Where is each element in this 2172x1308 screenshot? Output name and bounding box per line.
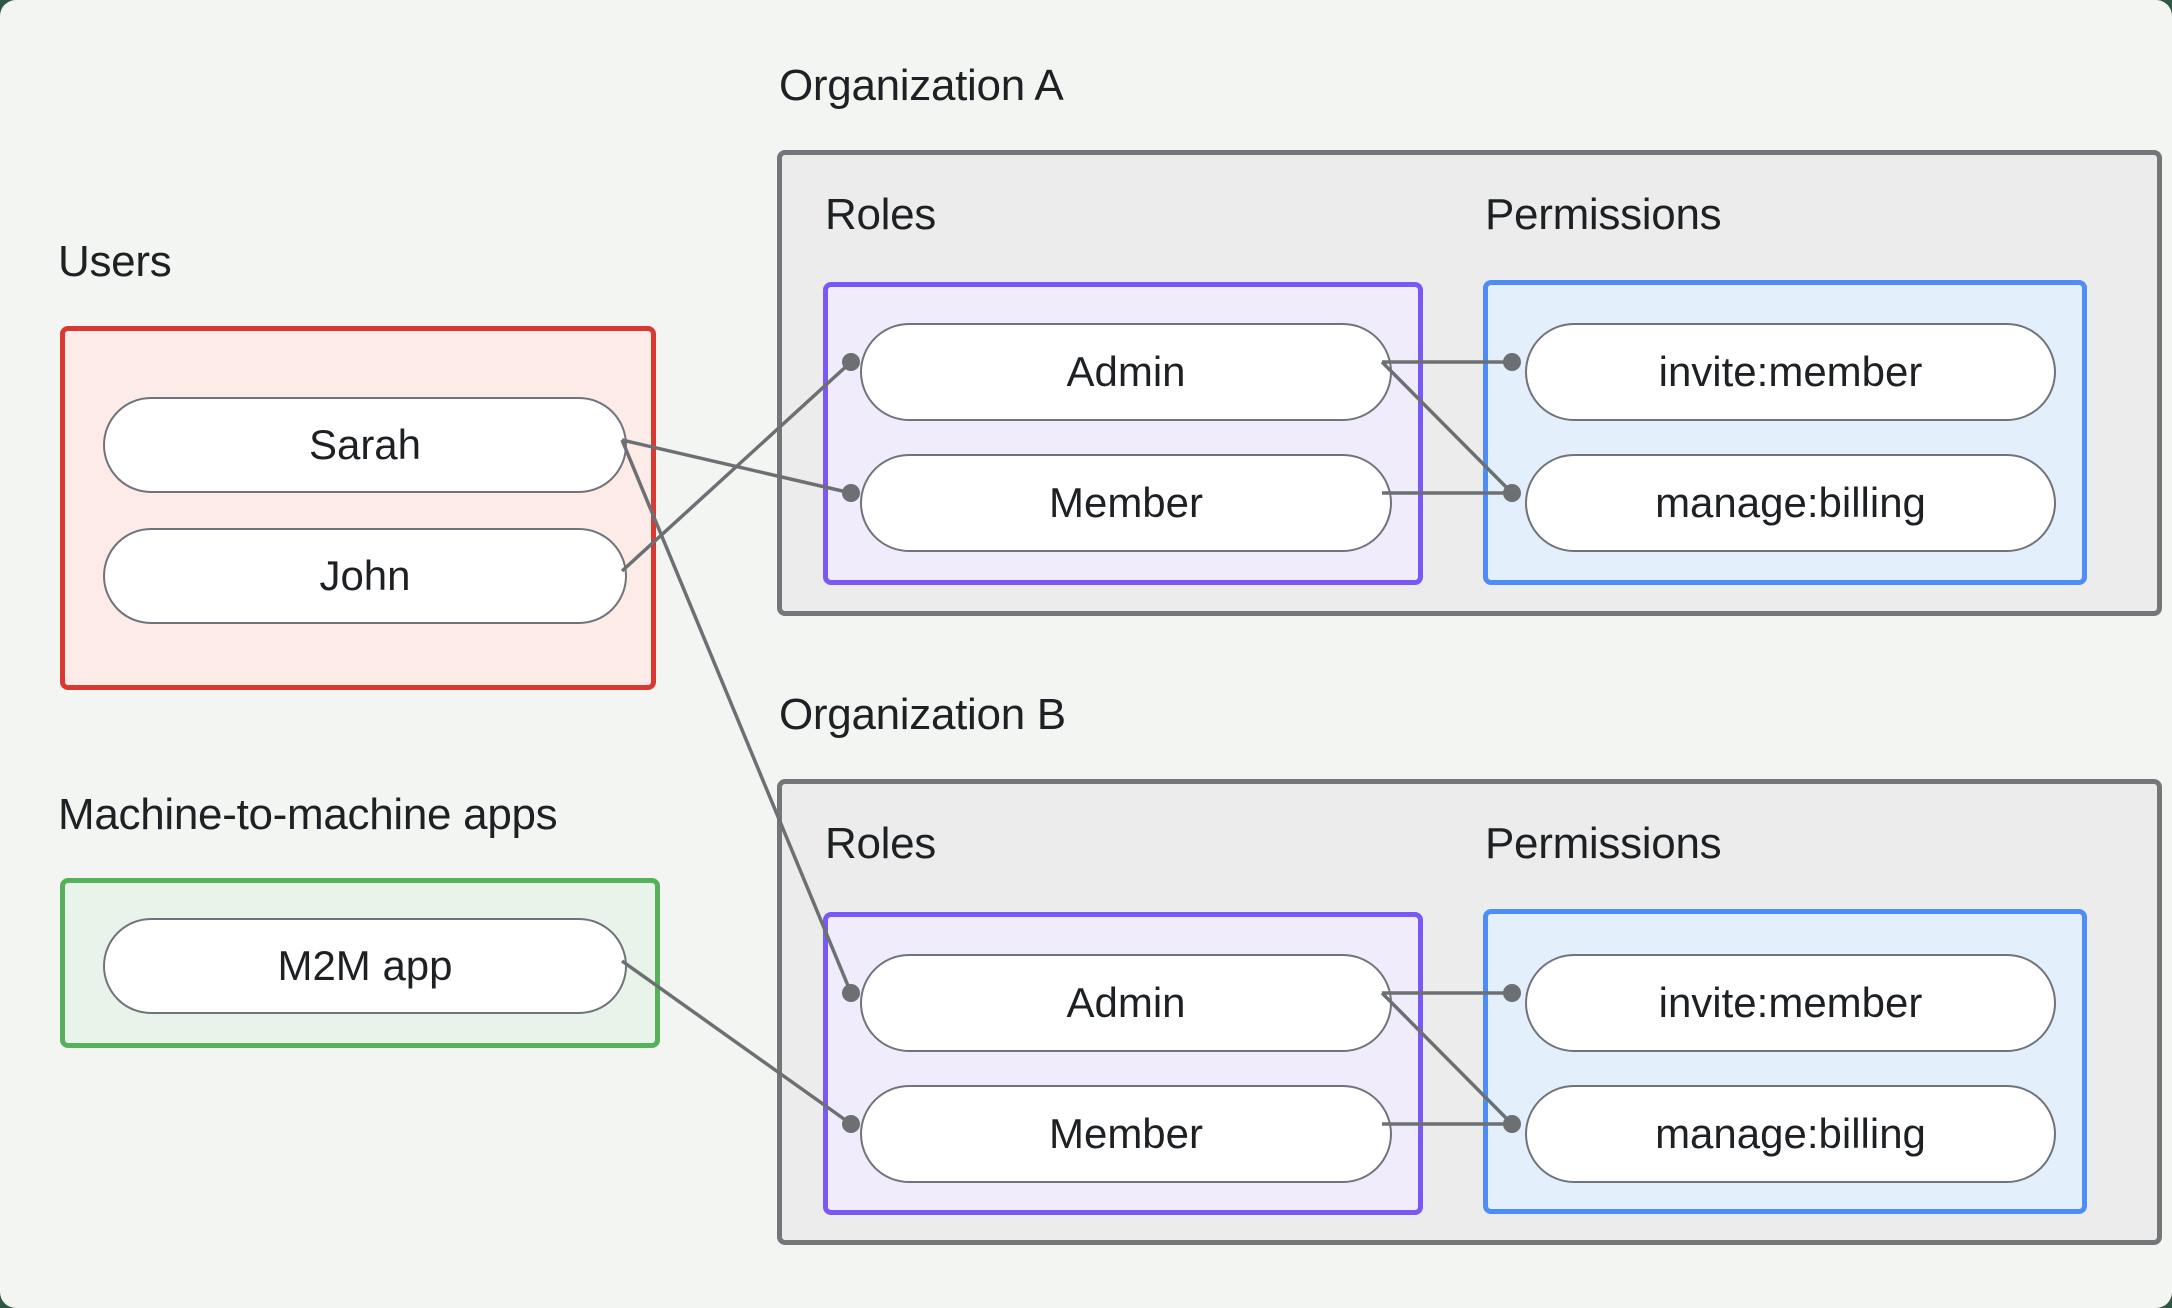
org-a-box: Roles Permissions Admin Member invite:me… (777, 150, 2162, 616)
org-a-roles-label: Roles (825, 190, 936, 239)
org-b-role-pill-admin: Admin (860, 954, 1392, 1052)
org-b-permission-pill-invite-member: invite:member (1525, 954, 2056, 1052)
user-pill-john: John (103, 528, 627, 624)
users-group-box: Sarah John (60, 326, 656, 690)
org-b-title: Organization B (779, 690, 1066, 739)
org-b-roles-label: Roles (825, 819, 936, 868)
org-a-role-pill-admin: Admin (860, 323, 1392, 421)
user-pill-sarah: Sarah (103, 397, 627, 493)
org-b-permissions-box: invite:member manage:billing (1483, 909, 2087, 1214)
org-b-roles-box: Admin Member (823, 912, 1423, 1215)
org-a-role-pill-member: Member (860, 454, 1392, 552)
org-a-permission-pill-invite-member: invite:member (1525, 323, 2056, 421)
m2m-pill-app: M2M app (103, 918, 627, 1014)
m2m-group-label: Machine-to-machine apps (58, 790, 558, 839)
m2m-group-box: M2M app (60, 878, 660, 1048)
org-b-permission-pill-manage-billing: manage:billing (1525, 1085, 2056, 1183)
users-group-label: Users (58, 237, 172, 286)
org-b-box: Roles Permissions Admin Member invite:me… (777, 779, 2162, 1245)
org-a-title: Organization A (779, 61, 1064, 110)
org-a-permission-pill-manage-billing: manage:billing (1525, 454, 2056, 552)
org-b-permissions-label: Permissions (1485, 819, 1722, 868)
org-a-permissions-label: Permissions (1485, 190, 1722, 239)
org-b-role-pill-member: Member (860, 1085, 1392, 1183)
org-a-permissions-box: invite:member manage:billing (1483, 280, 2087, 585)
org-a-roles-box: Admin Member (823, 282, 1423, 585)
